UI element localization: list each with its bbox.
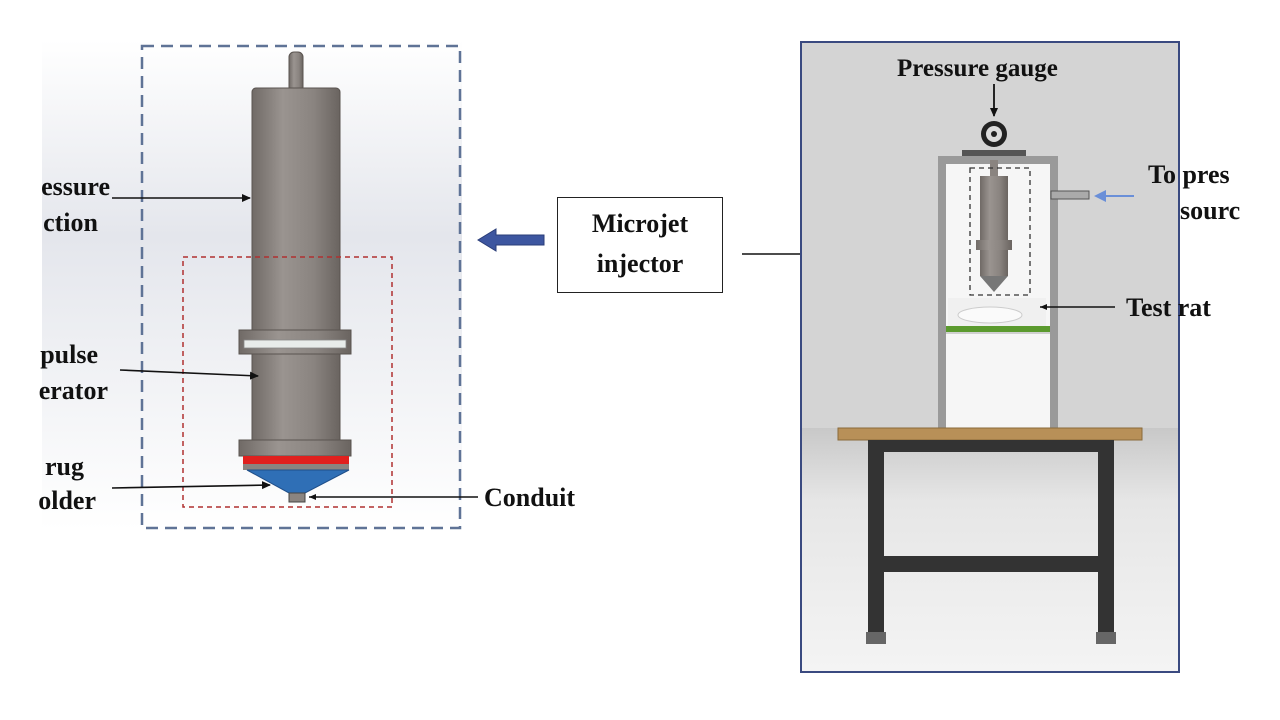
pressure-cylinder: [251, 87, 341, 337]
impulse-cylinder: [251, 353, 341, 445]
green-stripe: [946, 326, 1050, 332]
drug-holder-label: rug older: [38, 452, 96, 515]
red-band: [243, 456, 349, 464]
table-crossbar: [884, 556, 1098, 572]
top-rod: [288, 51, 304, 93]
impulse-section-dashed-frame: [182, 256, 393, 508]
pressure-inlet-port: [1050, 190, 1090, 200]
microjet-label-line1: Microjet: [591, 209, 689, 238]
pressure-gauge-label: Pressure gauge: [897, 55, 1058, 82]
impulse-generator-arrow: [119, 369, 259, 380]
conduit-nozzle: [288, 492, 306, 503]
blue-pointer-arrow: [477, 228, 545, 252]
impulse-generator-label: pulse erator: [38, 340, 108, 405]
test-rat-label: Test rat: [1126, 293, 1211, 322]
table-leg-left: [868, 440, 884, 640]
drug-holder-arrow: [111, 481, 271, 490]
test-rat: [957, 306, 1023, 324]
conduit-label: Conduit: [484, 483, 576, 512]
microjet-label-line2: injector: [596, 249, 684, 278]
table-leg-right: [1098, 440, 1114, 640]
microjet-dashed-frame: [969, 167, 1031, 296]
base-flange: [238, 439, 352, 457]
apparatus-photo: [800, 41, 1180, 673]
table-top: [837, 427, 1143, 441]
injector-dashed-frame: [140, 44, 462, 530]
microjet-injector-box: Microjet injector: [557, 197, 723, 293]
collar-seal-ring: [243, 339, 347, 349]
photo-border: [800, 41, 1180, 673]
pressure-source-label: To pres sourc: [1148, 160, 1240, 225]
flange-bottom: [243, 464, 349, 470]
pressure-source-arrow-head: [1094, 190, 1106, 202]
pressure-section-label: essure ction: [41, 172, 110, 237]
